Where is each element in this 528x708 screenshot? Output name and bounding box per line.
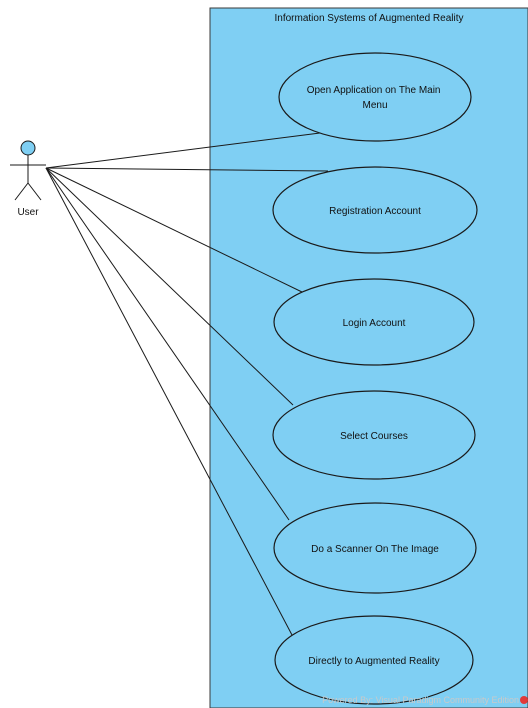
use-case-label: Select Courses bbox=[340, 431, 408, 442]
watermark: Powered By: Visual Paradigm Community Ed… bbox=[322, 695, 528, 705]
use-case-ellipse bbox=[273, 278, 475, 366]
actor-left-leg bbox=[14, 182, 29, 201]
use-case-ellipse bbox=[272, 390, 476, 480]
use-case-label: Directly to Augmented Reality bbox=[308, 656, 439, 667]
actor-user: User bbox=[10, 140, 46, 218]
use-case-label-line-2: Menu bbox=[362, 100, 387, 111]
use-case-ellipse bbox=[274, 615, 474, 705]
association-line-5 bbox=[45, 167, 290, 521]
watermark-logo-icon bbox=[520, 696, 528, 704]
use-case-5: Do a Scanner On The Image bbox=[273, 502, 477, 594]
association-line-4 bbox=[45, 167, 294, 406]
use-case-label: Registration Account bbox=[329, 206, 421, 217]
use-case-6: Directly to Augmented Reality bbox=[274, 615, 474, 705]
actor-label: User bbox=[17, 207, 39, 218]
use-case-4: Select Courses bbox=[272, 390, 476, 480]
associations bbox=[45, 132, 329, 636]
actor-head bbox=[20, 140, 36, 156]
association-line-6 bbox=[45, 167, 293, 636]
use-case-label: Open Application on The Main Menu bbox=[307, 85, 444, 111]
actor-right-leg bbox=[27, 182, 42, 201]
system-title: Information Systems of Augmented Reality bbox=[275, 13, 464, 24]
use-case-1: Open Application on The Main Menu bbox=[278, 52, 472, 142]
association-line-1 bbox=[45, 132, 321, 169]
use-case-label: Do a Scanner On The Image bbox=[311, 544, 439, 555]
use-case-label-line-1: Open Application on The Main bbox=[307, 85, 441, 96]
use-case-ellipse bbox=[278, 52, 472, 142]
use-case-ellipse bbox=[272, 166, 478, 254]
association-line-3 bbox=[45, 167, 303, 293]
use-case-label: Login Account bbox=[343, 318, 406, 329]
use-case-ellipse bbox=[273, 502, 477, 594]
association-line-2 bbox=[45, 167, 329, 172]
watermark-text: Powered By: Visual Paradigm Community Ed… bbox=[322, 695, 519, 705]
use-case-3: Login Account bbox=[273, 278, 475, 366]
use-case-2: Registration Account bbox=[272, 166, 478, 254]
